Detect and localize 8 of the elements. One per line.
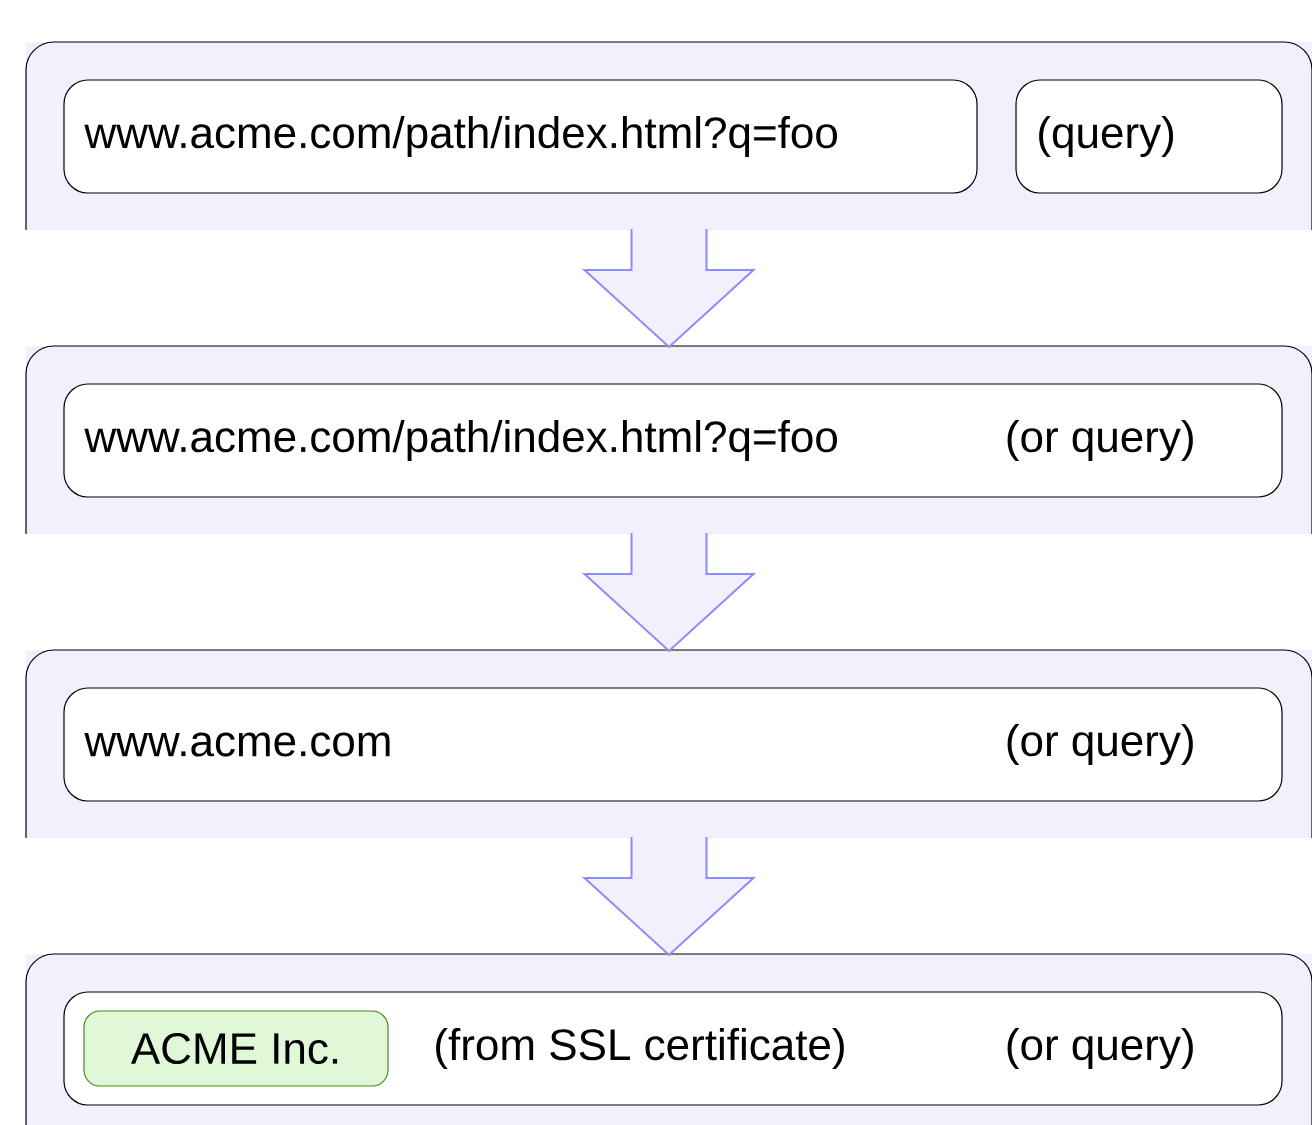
block-arrow <box>581 228 757 349</box>
block-arrow <box>581 532 757 653</box>
text-box: www.acme.com/path/index.html?q=foo (or query) <box>63 383 1283 498</box>
text-box: www.acme.com (or query) <box>63 687 1283 802</box>
text-box: (query) <box>1015 79 1283 194</box>
block-arrow <box>581 836 757 957</box>
text-box: www.acme.com/path/index.html?q=foo <box>63 79 978 194</box>
label-tag: ACME Inc. <box>83 1010 389 1087</box>
